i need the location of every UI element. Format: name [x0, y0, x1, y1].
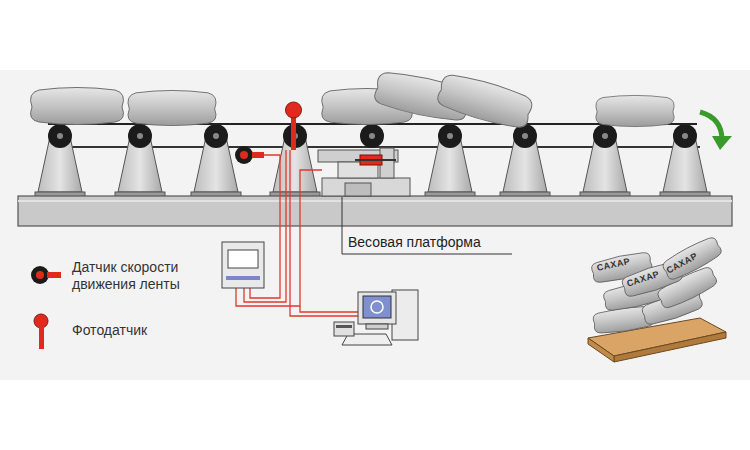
weighing-platform [318, 148, 410, 196]
photo-sensor [286, 102, 302, 150]
legend-entry: Фотодатчик [72, 322, 212, 339]
rollers [48, 124, 697, 148]
bags-on-belt [31, 69, 675, 132]
direction-arrow [700, 112, 722, 140]
controller [222, 242, 264, 288]
part-label: Весовая платформа [348, 234, 481, 251]
pallet [588, 234, 726, 362]
conveyor-frame [18, 196, 732, 226]
speed-sensor [235, 146, 264, 164]
legend-speed-icon [31, 266, 61, 284]
legend-photo-icon [34, 314, 48, 349]
computer [334, 290, 418, 345]
leader-line [342, 197, 512, 254]
legend-entry: Датчик скорости движения ленты [72, 259, 212, 293]
background-band [0, 70, 750, 380]
